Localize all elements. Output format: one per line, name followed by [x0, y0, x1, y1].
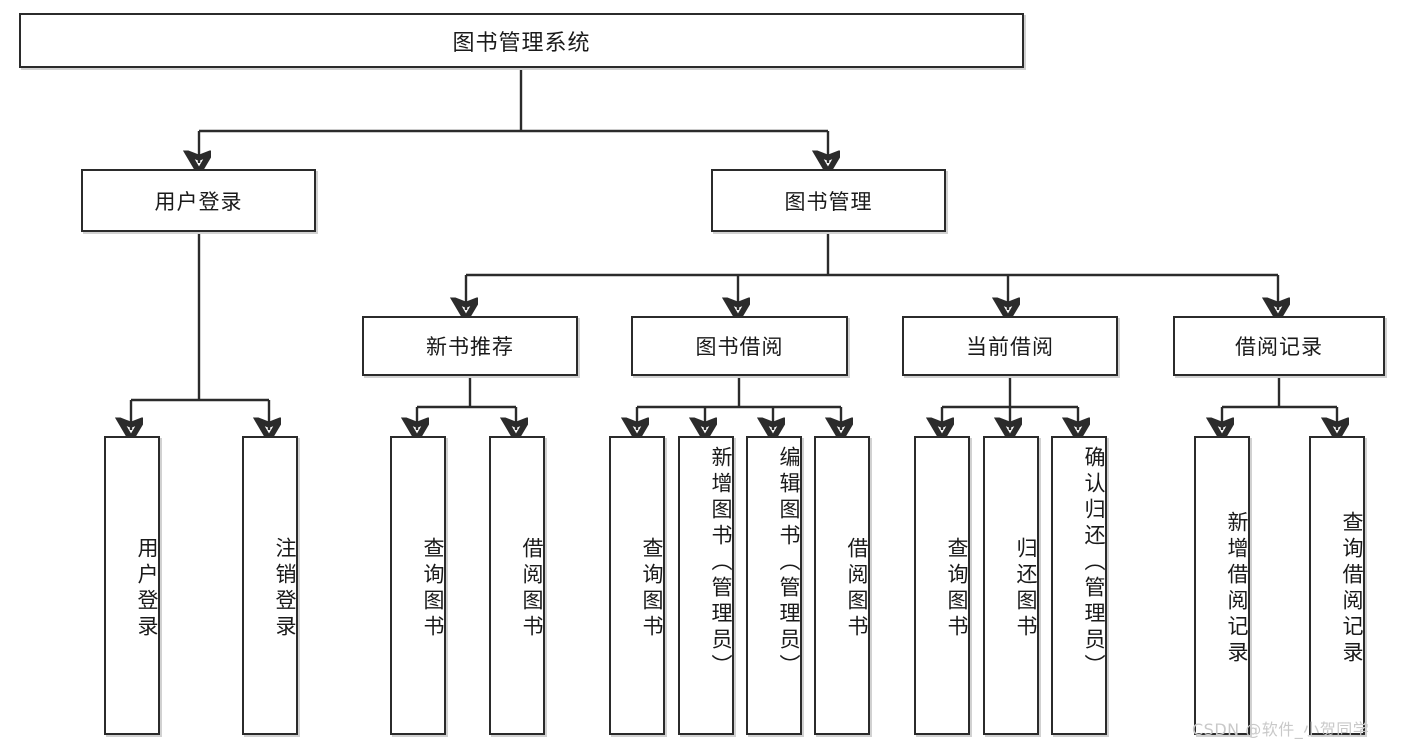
- leaf-borrow-add-book-admin[interactable]: 新增图书（管理员）: [678, 436, 734, 735]
- leaf-recommend-borrow-book[interactable]: 借阅图书: [489, 436, 545, 735]
- node-current-borrow[interactable]: 当前借阅: [902, 316, 1118, 376]
- leaf-user-login-login[interactable]: 用户登录: [104, 436, 160, 735]
- csdn-watermark: CSDN @软件_小贺同学: [1192, 720, 1370, 739]
- leaf-record-query-record[interactable]: 查询借阅记录: [1309, 436, 1365, 735]
- leaf-current-confirm-return-admin[interactable]: 确认归还（管理员）: [1051, 436, 1107, 735]
- leaf-current-query-book[interactable]: 查询图书: [914, 436, 970, 735]
- node-root-system[interactable]: 图书管理系统: [19, 13, 1024, 68]
- node-borrow-record[interactable]: 借阅记录: [1173, 316, 1385, 376]
- leaf-borrow-edit-book-admin[interactable]: 编辑图书（管理员）: [746, 436, 802, 735]
- leaf-current-return-book[interactable]: 归还图书: [983, 436, 1039, 735]
- leaf-borrow-query-book[interactable]: 查询图书: [609, 436, 665, 735]
- node-book-management[interactable]: 图书管理: [711, 169, 946, 232]
- node-book-borrow[interactable]: 图书借阅: [631, 316, 848, 376]
- leaf-user-login-logout[interactable]: 注销登录: [242, 436, 298, 735]
- leaf-record-add-record[interactable]: 新增借阅记录: [1194, 436, 1250, 735]
- leaf-recommend-query-book[interactable]: 查询图书: [390, 436, 446, 735]
- node-new-book-recommend[interactable]: 新书推荐: [362, 316, 578, 376]
- leaf-borrow-borrow-book[interactable]: 借阅图书: [814, 436, 870, 735]
- node-user-login[interactable]: 用户登录: [81, 169, 316, 232]
